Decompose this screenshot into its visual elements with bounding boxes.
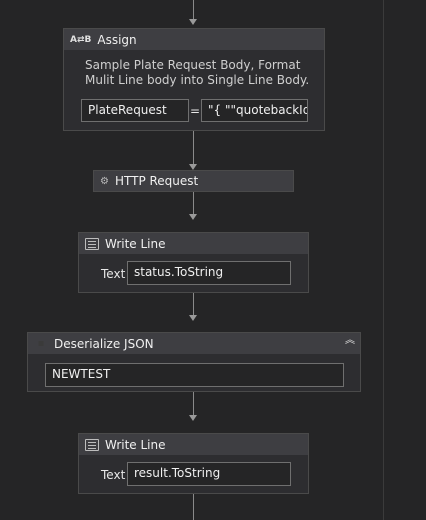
connector-arrow [189,164,197,170]
connector-http-write1 [193,192,194,216]
collapse-up-icon[interactable]: ︽ [345,335,355,346]
write-line-text-label-2: Text [101,468,126,482]
write-line-activity-1[interactable]: Write Line Text status.ToString [78,232,309,293]
canvas-right-border [383,0,426,520]
write-line-title-2: Write Line [105,437,166,452]
http-request-icon: ⚙ [100,175,109,187]
assign-description: Sample Plate Request Body, Format Mulit … [85,58,310,87]
write-line-text-field-2[interactable]: result.ToString [127,462,291,486]
write-line-header-1[interactable]: Write Line [79,233,308,254]
deserialize-json-input-field[interactable]: NEWTEST [45,363,344,387]
connector-arrow [189,415,197,421]
connector-arrow [189,214,197,220]
http-request-title: HTTP Request [114,174,199,188]
assign-equals: = [190,104,201,118]
connector-bottom [193,494,194,520]
connector-assign-http [193,131,194,167]
write-line-text-field-1[interactable]: status.ToString [127,261,291,285]
write-line-activity-2[interactable]: Write Line Text result.ToString [78,433,309,494]
http-request-header[interactable]: ⚙ HTTP Request [94,171,293,191]
connector-arrow [189,19,197,25]
assign-value-field[interactable]: "{ ""quotebackId"" [201,99,308,122]
http-request-activity[interactable]: ⚙ HTTP Request [93,170,294,192]
assign-to-field[interactable]: PlateRequest [81,99,189,122]
write-line-icon [85,237,99,250]
write-line-icon [85,438,99,451]
assign-header[interactable]: A⇄B Assign [64,29,324,50]
write-line-title-1: Write Line [105,236,166,251]
connector-write1-deserialize [193,293,194,317]
write-line-header-2[interactable]: Write Line [79,434,308,455]
deserialize-json-title: Deserialize JSON [54,336,154,351]
connector-top [193,0,194,20]
assign-icon: A⇄B [70,34,92,45]
write-line-text-label-1: Text [101,267,126,281]
deserialize-json-activity[interactable]: ▪ Deserialize JSON ︽ NEWTEST [27,332,361,392]
deserialize-json-header[interactable]: ▪ Deserialize JSON ︽ [28,333,360,354]
assign-activity[interactable]: A⇄B Assign Sample Plate Request Body, Fo… [63,28,325,131]
connector-deserialize-write2 [193,392,194,416]
assign-title: Assign [97,32,137,47]
connector-arrow [189,315,197,321]
json-icon: ▪ [37,338,45,349]
